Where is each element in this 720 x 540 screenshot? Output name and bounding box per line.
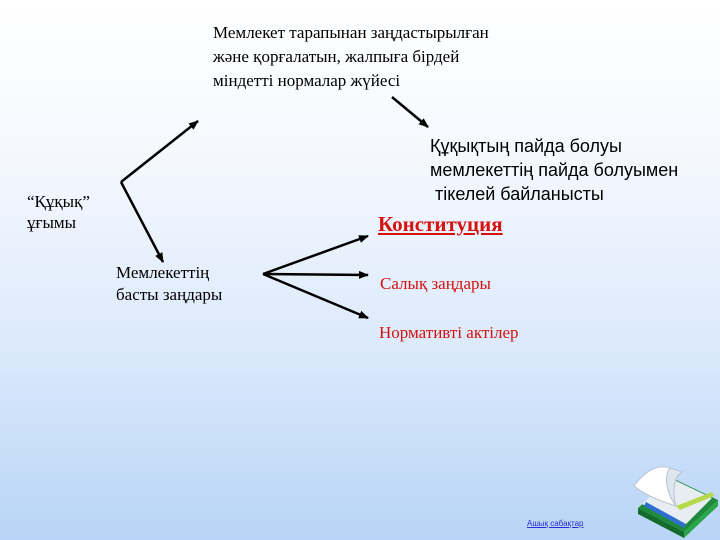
fan-arrow-normative: [262, 272, 369, 320]
basic-laws-line: Мемлекеттің: [116, 263, 210, 282]
tax-laws-label: Салық заңдары: [380, 274, 491, 293]
origin-line: Құқықтың пайда болуы: [430, 136, 622, 156]
bracket-line-up: [120, 120, 199, 183]
definition-line: Мемлекет тарапынан заңдастырылған: [213, 23, 489, 42]
origin-line: тікелей байланысты: [430, 184, 604, 204]
fan-arrow-constitution: [262, 234, 369, 276]
definition-line: міндетті нормалар жүйесі: [213, 71, 401, 90]
bracket-line-down: [119, 181, 165, 263]
origin-text: Құқықтың пайда болуы мемлекеттің пайда б…: [430, 134, 678, 206]
constitution-label: Конституция: [378, 212, 503, 236]
concept-label: “Құқық” ұғымы: [27, 191, 90, 233]
concept-line: “Құқық”: [27, 192, 90, 211]
fan-arrow-tax: [262, 270, 369, 279]
definition-line: және қорғалатын, жалпыға бірдей: [213, 47, 460, 66]
basic-laws-label: Мемлекеттің басты заңдары: [116, 262, 222, 306]
origin-line: мемлекеттің пайда болуымен: [430, 160, 679, 180]
book-icon: [633, 466, 718, 538]
normative-acts-label: Нормативті актілер: [379, 323, 519, 342]
open-lessons-link[interactable]: Ашық сабақтар: [527, 519, 584, 528]
top-to-right-arrow: [391, 96, 429, 128]
definition-text: Мемлекет тарапынан заңдастырылған және қ…: [213, 21, 489, 93]
concept-line: ұғымы: [27, 213, 77, 232]
basic-laws-line: басты заңдары: [116, 285, 223, 304]
